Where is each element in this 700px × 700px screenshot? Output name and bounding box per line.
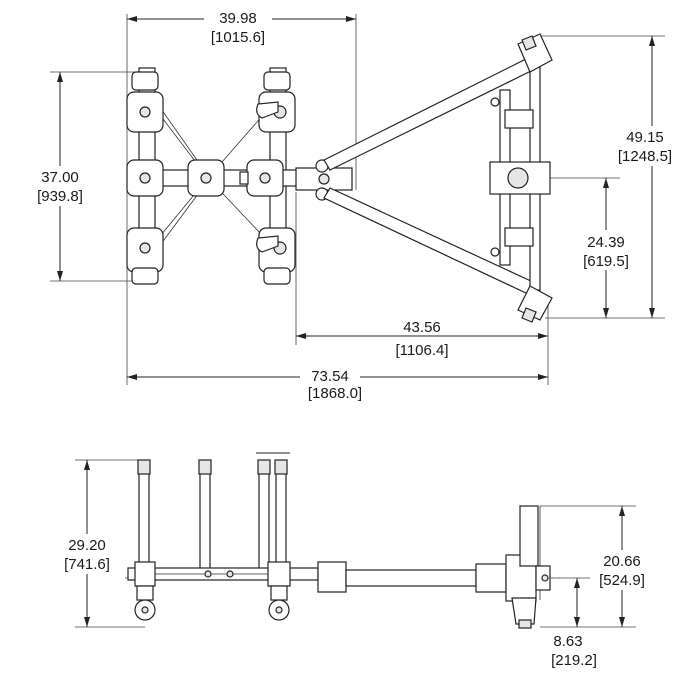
dim-top-height: [30, 72, 90, 281]
dim-arm-side-height-inch: 20.66: [603, 553, 641, 570]
dim-overall-length: [127, 368, 548, 380]
dim-arm-half-height-mm: [619.5]: [583, 253, 629, 270]
dim-side-height-inch: 29.20: [68, 537, 106, 554]
top-view: 39.98 [1015.6] 37.00 [939.8] 49.15 [1248…: [30, 8, 692, 402]
dim-arm-side-height-mm: [524.9]: [599, 572, 645, 589]
dim-top-width-mm: [1015.6]: [211, 29, 265, 46]
dim-arm-length-mm: [1106.4]: [395, 342, 448, 359]
dim-overall-length-inch: 73.54: [311, 368, 349, 385]
dim-overall-length-mm: [1868.0]: [308, 385, 362, 402]
dim-top-width-inch: 39.98: [219, 10, 257, 27]
dim-arm-offset: [574, 578, 580, 627]
dim-top-height-inch: 37.00: [41, 169, 79, 186]
dim-arm-offset-mm: [219.2]: [551, 652, 597, 669]
dim-side-height: [55, 460, 119, 627]
dim-arm-length: [296, 333, 548, 339]
dim-arm-half-height: [568, 178, 648, 318]
dim-arm-half-height-inch: 24.39: [587, 234, 625, 251]
dim-side-height-mm: [741.6]: [64, 556, 110, 573]
dim-arm-height-mm: [1248.5]: [618, 148, 672, 165]
dim-arm-height: [612, 36, 692, 318]
side-view: 29.20 [741.6] 20.66 [524.9] 8.63 [219.2]: [55, 452, 656, 669]
dim-arm-length-inch: 43.56: [403, 319, 441, 336]
dim-top-height-mm: [939.8]: [37, 188, 83, 205]
dim-arm-height-inch: 49.15: [626, 129, 664, 146]
dim-arm-side-height: [590, 506, 656, 627]
dim-arm-offset-inch: 8.63: [553, 633, 582, 650]
dim-top-width: [127, 8, 356, 22]
